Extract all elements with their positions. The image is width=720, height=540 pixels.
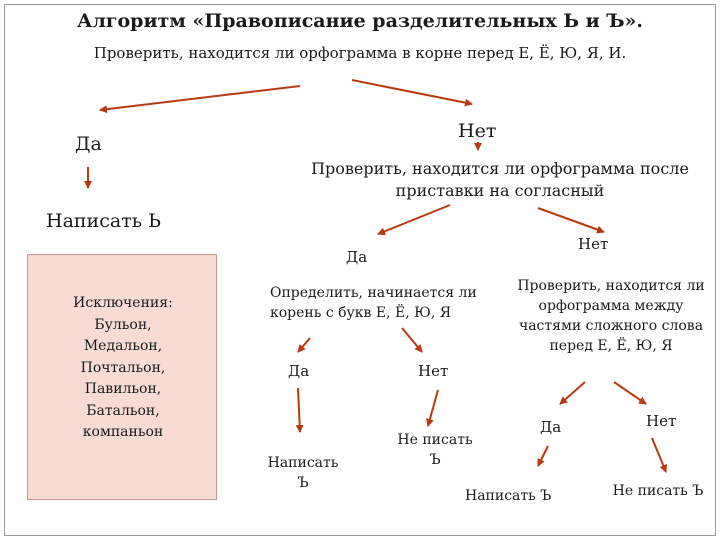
exceptions-heading: Исключения: [73, 295, 173, 311]
no-hard-sign-1: Не писать Ъ [397, 432, 473, 468]
exceptions-box: Исключения: Бульон, Медальон, Почтальон,… [27, 254, 217, 500]
exception-word: Батальон, [86, 402, 160, 419]
question-prefix: Проверить, находится ли орфограмма после… [311, 159, 689, 200]
arrow-compound-to-yes [559, 381, 586, 405]
question-root: Проверить, находится ли орфограмма в кор… [93, 44, 627, 62]
root-start-yes-label: Да [288, 362, 310, 380]
compound-yes-label: Да [540, 418, 562, 436]
diagram-title: Алгоритм «Правописание разделительных Ь … [76, 10, 643, 32]
arrow-rootstart-to-no [401, 327, 423, 353]
exception-word: Медальон, [83, 338, 163, 354]
arrow-root-to-no [351, 79, 473, 107]
arrow-rootstart-to-yes [297, 337, 311, 353]
write-soft-sign: Написать Ь [46, 210, 161, 232]
no-hard-sign-2: Не писать Ъ [612, 483, 704, 499]
prefix-yes-label: Да [346, 248, 368, 266]
exception-word: Почтальон, [80, 359, 166, 376]
root-start-no-label: Нет [418, 362, 449, 380]
prefix-no-label: Нет [578, 235, 609, 253]
write-hard-sign-1: Написать Ъ [267, 455, 339, 491]
diagram-frame [4, 4, 716, 536]
question-compound: Проверить, находится ли орфограмма между… [517, 278, 705, 354]
arrow-no-to-no-hard-1 [426, 389, 439, 427]
arrow-prefix-to-yes [377, 204, 451, 236]
exception-word: компаньон [82, 424, 164, 440]
exception-word: Павильон, [84, 381, 162, 397]
arrow-compound-to-no [613, 381, 647, 405]
compound-no-label: Нет [646, 412, 677, 430]
root-yes-label: Да [75, 133, 102, 155]
arrow-root-to-yes [99, 85, 301, 114]
exception-word: Бульон, [94, 316, 152, 333]
root-no-label: Нет [458, 120, 497, 142]
arrow-yes-to-write-hard-1 [295, 387, 304, 433]
arrow-prefix-to-no [537, 207, 605, 234]
arrow-yes-to-write-hard-2 [537, 445, 549, 467]
exceptions-list: Исключения: Бульон, Медальон, Почтальон,… [28, 293, 218, 444]
write-hard-sign-2: Написать Ъ [465, 488, 552, 504]
question-root-start: Определить, начинается ли корень с букв … [270, 285, 477, 321]
arrow-no-to-no-hard-2 [651, 437, 668, 473]
